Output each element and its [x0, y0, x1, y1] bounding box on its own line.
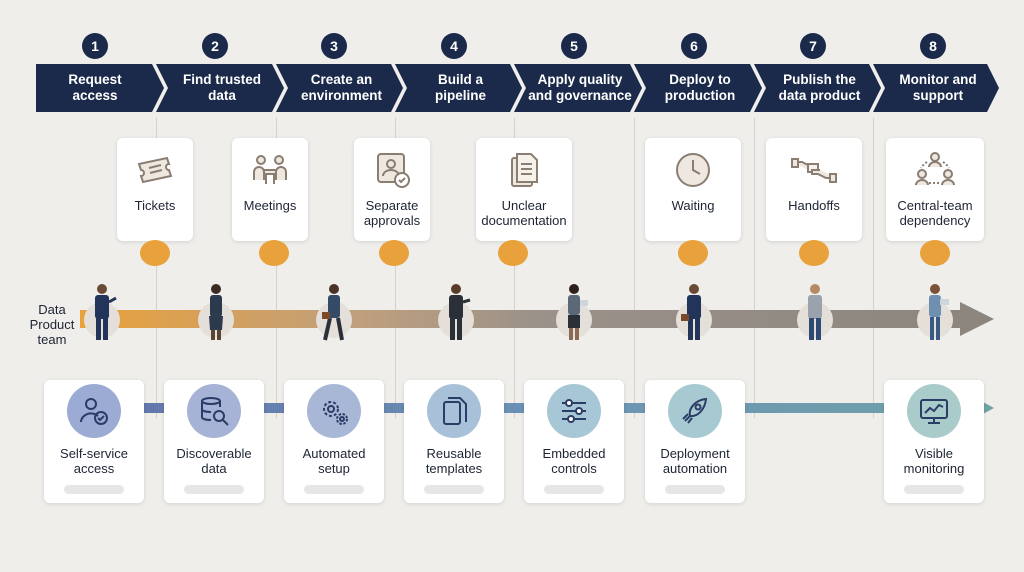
solution-card-deployment: Deployment automation [645, 380, 745, 503]
person-icon [449, 284, 471, 340]
step-chevron-3: Create an environment [276, 64, 403, 112]
solution-card-discoverable: Discoverable data [164, 380, 264, 503]
solution-card-controls: Embedded controls [524, 380, 624, 503]
separator [754, 118, 755, 418]
step-chevron-6: Deploy to production [634, 64, 762, 112]
solution-label: Visible monitoring [903, 446, 965, 476]
database-search-icon [187, 384, 241, 438]
separator [156, 118, 157, 418]
handoff-icon [766, 150, 862, 190]
step-chevron-8: Monitor and support [873, 64, 999, 112]
step-label: Deploy to production [664, 72, 736, 103]
step-chevron-4: Build a pipeline [395, 64, 522, 112]
pain-card-waiting: Waiting [645, 138, 741, 241]
step-chevron-2: Find trusted data [156, 64, 284, 112]
step-number-4: 4 [441, 33, 467, 59]
step-number-2: 2 [202, 33, 228, 59]
step-label: Build a pipeline [434, 72, 486, 103]
document-icon [476, 150, 572, 190]
person-icon [322, 284, 344, 341]
gears-icon [307, 384, 361, 438]
solution-label: Discoverable data [176, 446, 252, 476]
person-icon [95, 284, 117, 340]
approval-icon [354, 150, 430, 190]
step-label: Request access [68, 72, 122, 103]
solution-label: Deployment automation [660, 446, 730, 476]
pain-label: Separate approvals [363, 198, 421, 228]
pain-marker [498, 240, 528, 266]
separator [514, 118, 515, 418]
step-number-1: 1 [82, 33, 108, 59]
pain-marker [259, 240, 289, 266]
pain-label: Meetings [243, 198, 297, 213]
template-icon [427, 384, 481, 438]
step-number-6: 6 [681, 33, 707, 59]
pain-marker [678, 240, 708, 266]
step-label: Monitor and support [899, 72, 977, 103]
pain-label: Central-team dependency [897, 198, 973, 228]
person-icon [808, 284, 822, 340]
user-check-icon [67, 384, 121, 438]
step-label: Publish the data product [778, 72, 861, 103]
placeholder-bar [424, 485, 484, 494]
solution-label: Embedded controls [542, 446, 606, 476]
placeholder-bar [904, 485, 964, 494]
step-label: Apply quality and governance [528, 72, 632, 103]
pain-label: Handoffs [788, 198, 840, 213]
pain-marker [140, 240, 170, 266]
solution-card-monitoring: Visible monitoring [884, 380, 984, 503]
placeholder-bar [665, 485, 725, 494]
solution-card-self-service: Self-service access [44, 380, 144, 503]
step-number-8: 8 [920, 33, 946, 59]
pain-card-meetings: Meetings [232, 138, 308, 241]
solution-label: Automated setup [302, 446, 366, 476]
separator [873, 118, 874, 418]
pain-label: Unclear documentation [481, 198, 567, 228]
team-network-icon [886, 150, 984, 190]
person-icon [568, 284, 588, 340]
step-label: Create an environment [300, 72, 382, 103]
step-chevron-7: Publish the data product [754, 64, 881, 112]
pain-label: Tickets [134, 198, 176, 213]
person-icon [929, 284, 949, 340]
ticket-icon [117, 150, 193, 190]
placeholder-bar [184, 485, 244, 494]
team-label: Data Product team [29, 302, 75, 347]
pain-card-documentation: Unclear documentation [476, 138, 572, 241]
separator [634, 118, 635, 418]
step-chevron-5: Apply quality and governance [514, 64, 642, 112]
step-number-3: 3 [321, 33, 347, 59]
solution-card-automated-setup: Automated setup [284, 380, 384, 503]
pain-card-approvals: Separate approvals [354, 138, 430, 241]
person-icon [681, 284, 701, 340]
pain-card-tickets: Tickets [117, 138, 193, 241]
step-chevron-1: Request access [36, 64, 164, 112]
sliders-icon [547, 384, 601, 438]
person-icon [209, 284, 223, 340]
monitor-chart-icon [907, 384, 961, 438]
journey-arrow [80, 302, 994, 336]
solution-label: Reusable templates [425, 446, 483, 476]
rocket-icon [668, 384, 722, 438]
step-number-7: 7 [800, 33, 826, 59]
placeholder-bar [64, 485, 124, 494]
pain-card-dependency: Central-team dependency [886, 138, 984, 241]
placeholder-bar [304, 485, 364, 494]
separator [395, 118, 396, 418]
solution-card-templates: Reusable templates [404, 380, 504, 503]
solution-label: Self-service access [60, 446, 128, 476]
step-label: Find trusted data [183, 72, 261, 103]
separator [276, 118, 277, 418]
meeting-icon [232, 150, 308, 190]
step-number-5: 5 [561, 33, 587, 59]
pain-label: Waiting [671, 198, 715, 213]
pain-card-handoffs: Handoffs [766, 138, 862, 241]
clock-icon [645, 150, 741, 190]
pain-marker [799, 240, 829, 266]
placeholder-bar [544, 485, 604, 494]
pain-marker [379, 240, 409, 266]
pain-marker [920, 240, 950, 266]
